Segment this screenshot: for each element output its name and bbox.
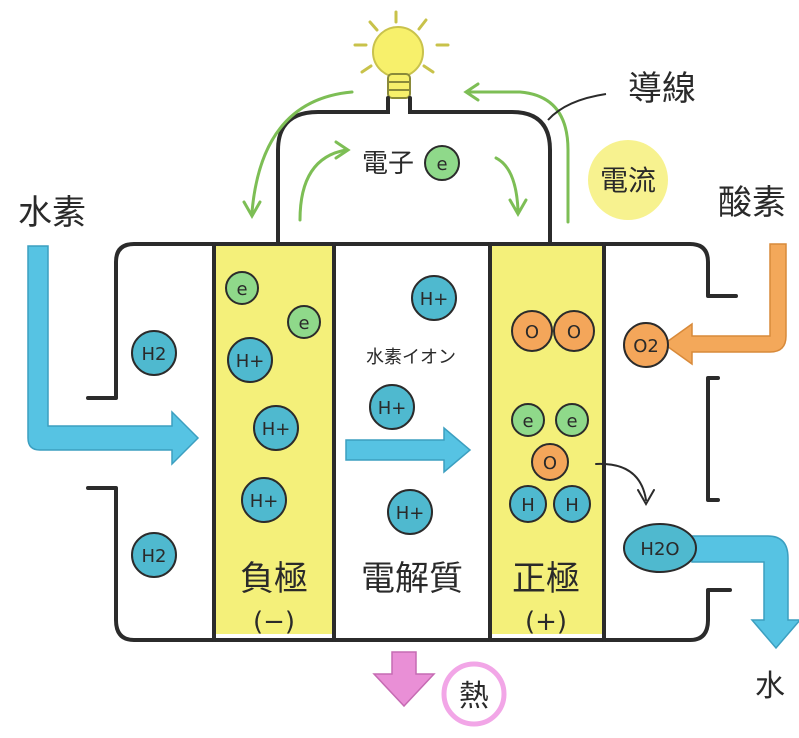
current-label: 電流	[600, 164, 656, 197]
svg-text:O: O	[525, 322, 539, 343]
hydrogen-ion-particle: H+	[227, 337, 273, 383]
heat-ring	[441, 661, 507, 727]
hydrogen-ion-particle: H+	[411, 275, 457, 321]
oxygen-atom-particle: O	[531, 443, 569, 481]
svg-text:H+: H+	[250, 491, 279, 512]
svg-text:e: e	[298, 313, 309, 334]
hydrogen-label: 水素	[18, 193, 86, 233]
hydrogen-inlet-arrow	[27, 245, 200, 466]
svg-text:e: e	[436, 154, 447, 175]
svg-text:H2O: H2O	[640, 539, 679, 560]
svg-text:H+: H+	[396, 503, 425, 524]
h2-molecule: H2	[131, 532, 177, 578]
hydrogen-ion-particle: H+	[241, 477, 287, 523]
h2-molecule: H2	[131, 330, 177, 376]
light-bulb-icon	[353, 10, 450, 99]
cathode-label: 正極	[512, 559, 580, 599]
circuit-wire	[276, 96, 552, 264]
svg-text:H+: H+	[262, 419, 291, 440]
electron-flow-arrows	[298, 140, 528, 222]
svg-text:H: H	[521, 495, 535, 516]
svg-text:e: e	[522, 411, 533, 432]
svg-text:O2: O2	[633, 336, 659, 357]
electron-particle: e	[511, 403, 545, 437]
current-glow	[588, 140, 668, 220]
oxygen-label: 酸素	[718, 183, 786, 223]
svg-text:H2: H2	[142, 546, 167, 567]
electron-label: 電子	[362, 149, 414, 179]
svg-text:H: H	[565, 495, 579, 516]
current-direction-arrows	[242, 82, 570, 224]
hydrogen-atom-particle: H	[509, 485, 547, 523]
heat-label: 熱	[459, 679, 489, 714]
electrolyte-label: 電解質	[361, 559, 463, 599]
svg-text:H+: H+	[378, 398, 407, 419]
svg-text:H2: H2	[142, 344, 167, 365]
hydrogen-ion-label: 水素イオン	[366, 347, 456, 368]
svg-text:O: O	[567, 322, 581, 343]
anode-label: 負極	[240, 559, 308, 599]
wire-label: 導線	[628, 69, 696, 109]
o2-molecule: O2	[623, 322, 669, 368]
hydrogen-ion-particle: H+	[369, 384, 415, 430]
electron-particle: e	[555, 403, 589, 437]
wire-label-pointer	[547, 93, 607, 121]
svg-text:e: e	[566, 411, 577, 432]
svg-text:O: O	[543, 453, 557, 474]
svg-text:H+: H+	[236, 351, 265, 372]
svg-text:e: e	[236, 279, 247, 300]
cathode-electrode	[490, 244, 604, 634]
svg-text:H+: H+	[420, 289, 449, 310]
ion-flow-arrow	[345, 426, 472, 474]
electron-particle: e	[424, 145, 460, 181]
water-label: 水	[755, 669, 785, 704]
anode-sign: (−)	[253, 607, 295, 637]
electron-particle: e	[287, 305, 321, 339]
oxygen-atom-particle: O	[511, 310, 553, 352]
cathode-sign: (+)	[525, 607, 567, 637]
electron-particle: e	[225, 271, 259, 305]
water-outlet-arrow	[691, 535, 799, 650]
hydrogen-atom-particle: H	[553, 485, 591, 523]
hydrogen-ion-particle: H+	[387, 489, 433, 535]
heat-arrow	[372, 651, 436, 708]
oxygen-inlet-arrow	[662, 243, 787, 366]
oxygen-atom-particle: O	[553, 310, 595, 352]
hydrogen-ion-particle: H+	[253, 405, 299, 451]
water-molecule: H2O	[623, 523, 697, 573]
cell-outline	[86, 242, 738, 642]
water-formation-arrow	[595, 462, 655, 507]
